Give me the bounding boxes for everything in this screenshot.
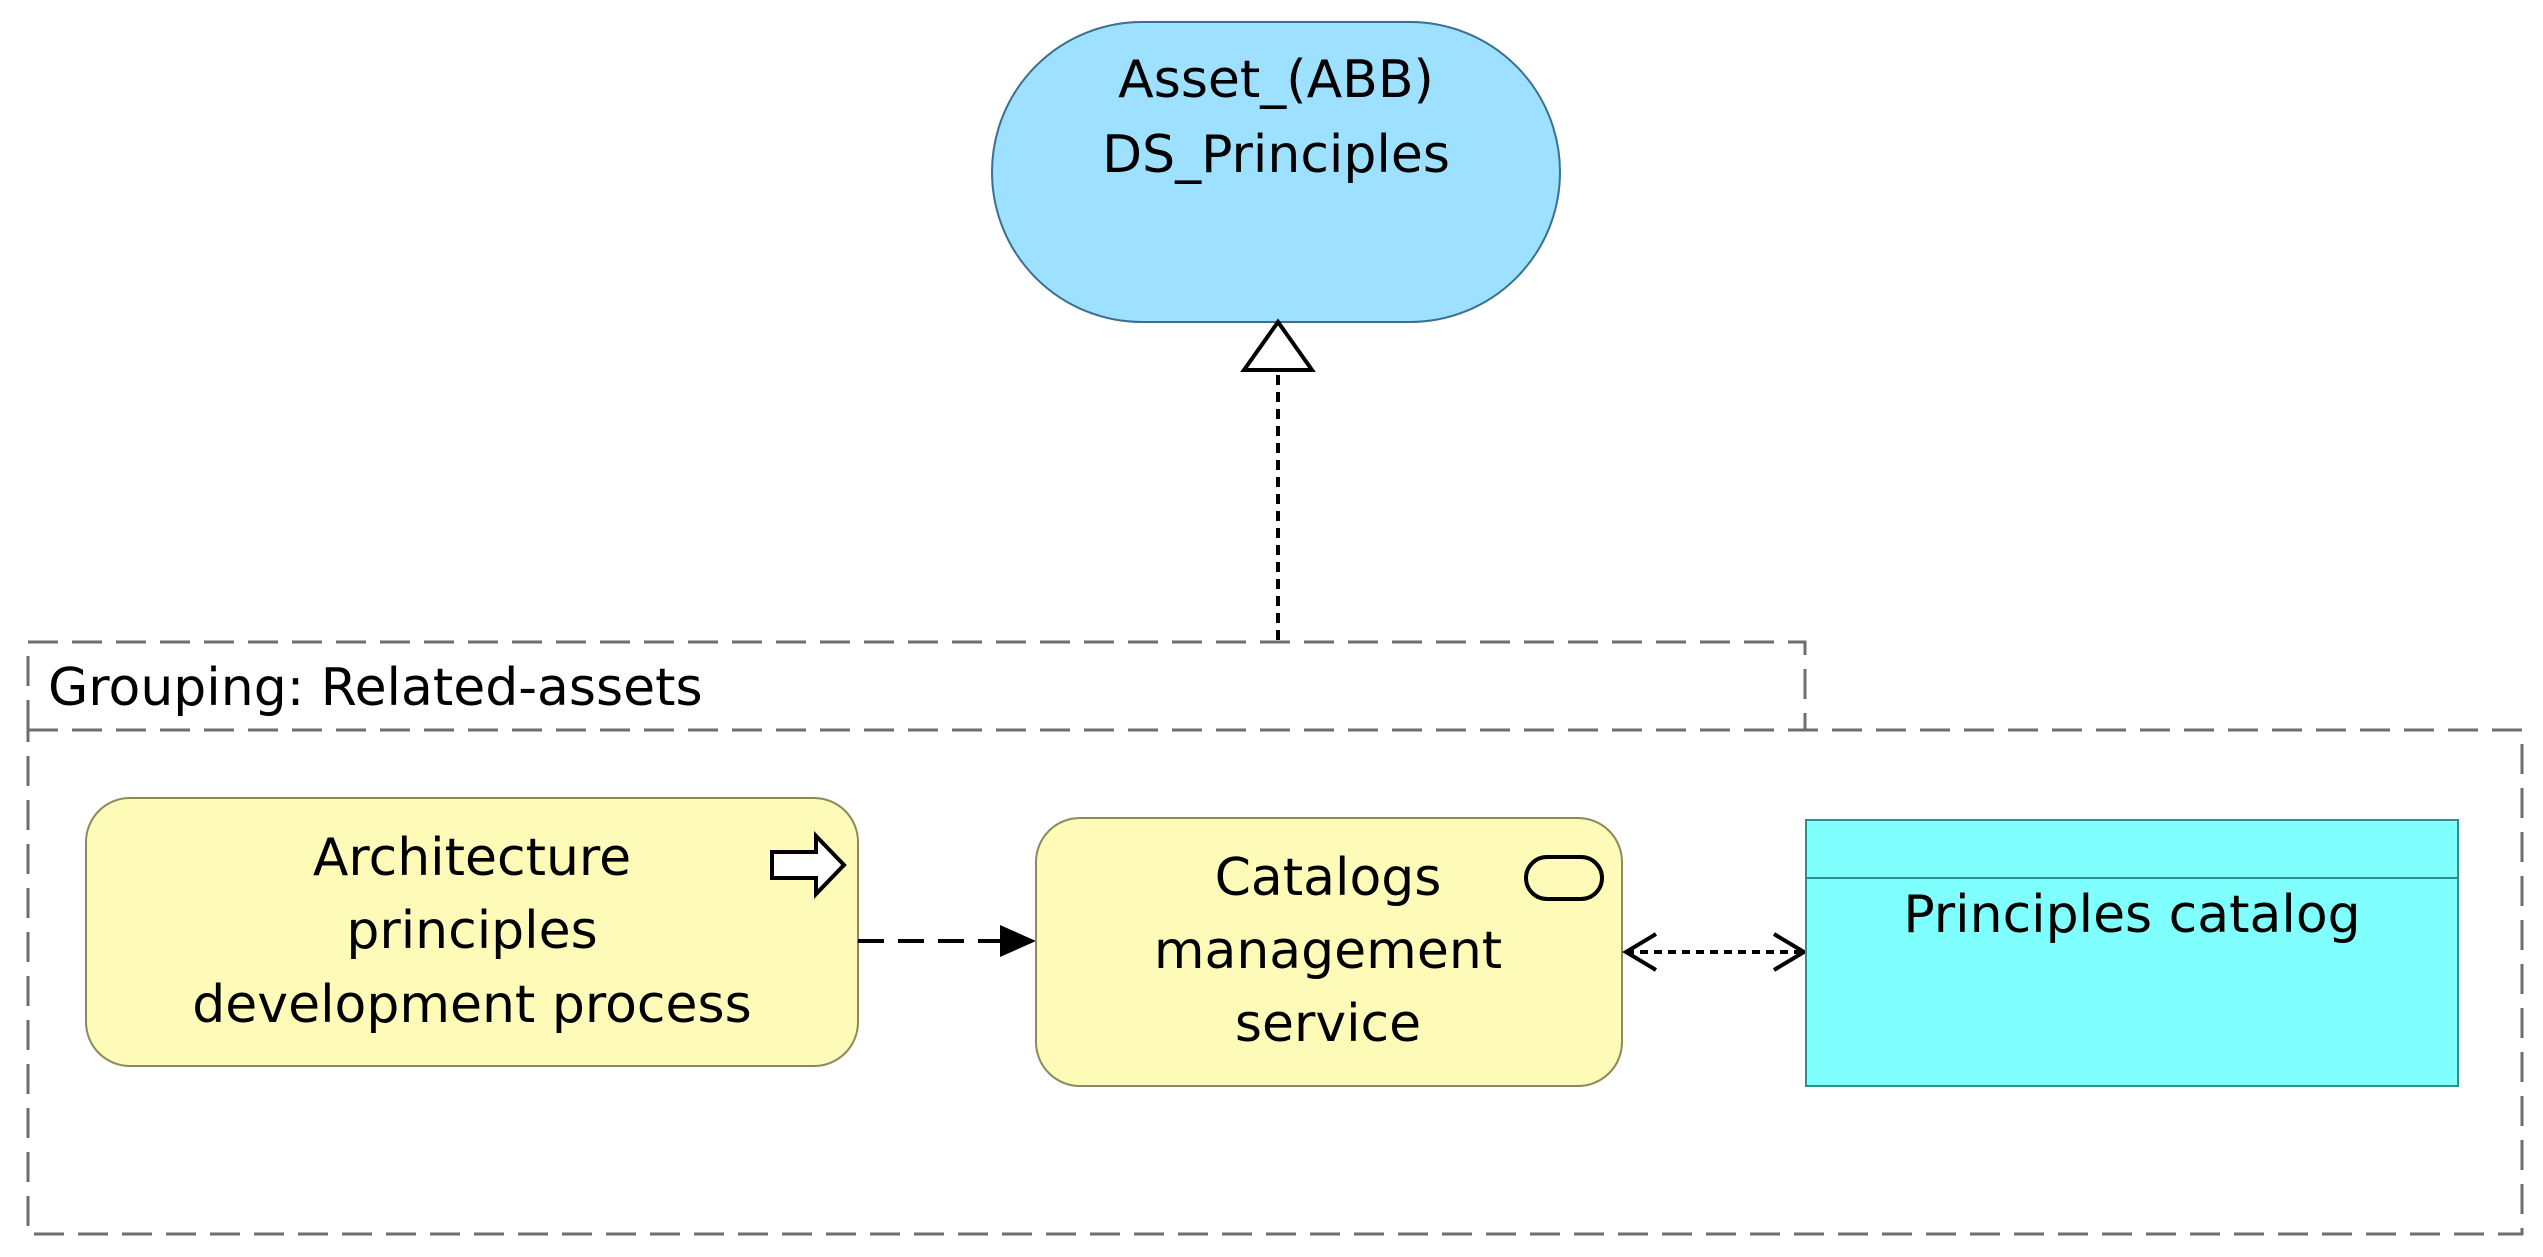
access-arrowhead-left-icon — [1622, 932, 1658, 972]
service-node[interactable]: Catalogs management service — [1035, 817, 1623, 1087]
asset-title-line2: DS_Principles — [1102, 125, 1450, 185]
grouping-label: Grouping: Related-assets — [48, 658, 703, 718]
access-arrowhead-right-icon — [1772, 932, 1808, 972]
process-arrow-icon — [770, 831, 847, 899]
catalog-shape — [1805, 819, 2459, 1087]
process-node[interactable]: Architecture principles development proc… — [85, 797, 859, 1067]
triggering-arrowhead-icon — [1000, 925, 1036, 957]
asset-node[interactable]: Asset_(ABB) DS_Principles — [991, 21, 1561, 323]
service-label-line3: service — [1235, 994, 1421, 1054]
catalog-node[interactable]: Principles catalog — [1805, 819, 2459, 1087]
process-shape — [85, 797, 859, 1067]
grouping-body-border — [26, 728, 2524, 1236]
grouping-container[interactable]: Grouping: Related-assets — [26, 640, 2524, 1236]
realization-relation[interactable] — [1240, 318, 1316, 640]
access-relation[interactable] — [1622, 932, 1808, 972]
process-label-line3: development process — [192, 975, 751, 1035]
service-shape — [1035, 817, 1623, 1087]
grouping-tab-border — [26, 640, 1807, 730]
process-label-line1: Architecture — [313, 828, 631, 888]
catalog-label: Principles catalog — [1903, 885, 2360, 945]
asset-title-line1: Asset_(ABB) — [1118, 50, 1434, 110]
triggering-relation[interactable] — [858, 925, 1036, 957]
service-pill-icon — [1524, 855, 1604, 901]
realization-arrowhead-icon — [1240, 318, 1316, 372]
service-label-line1: Catalogs — [1215, 848, 1442, 908]
process-label-line2: principles — [346, 901, 597, 961]
service-label-line2: management — [1154, 921, 1502, 981]
